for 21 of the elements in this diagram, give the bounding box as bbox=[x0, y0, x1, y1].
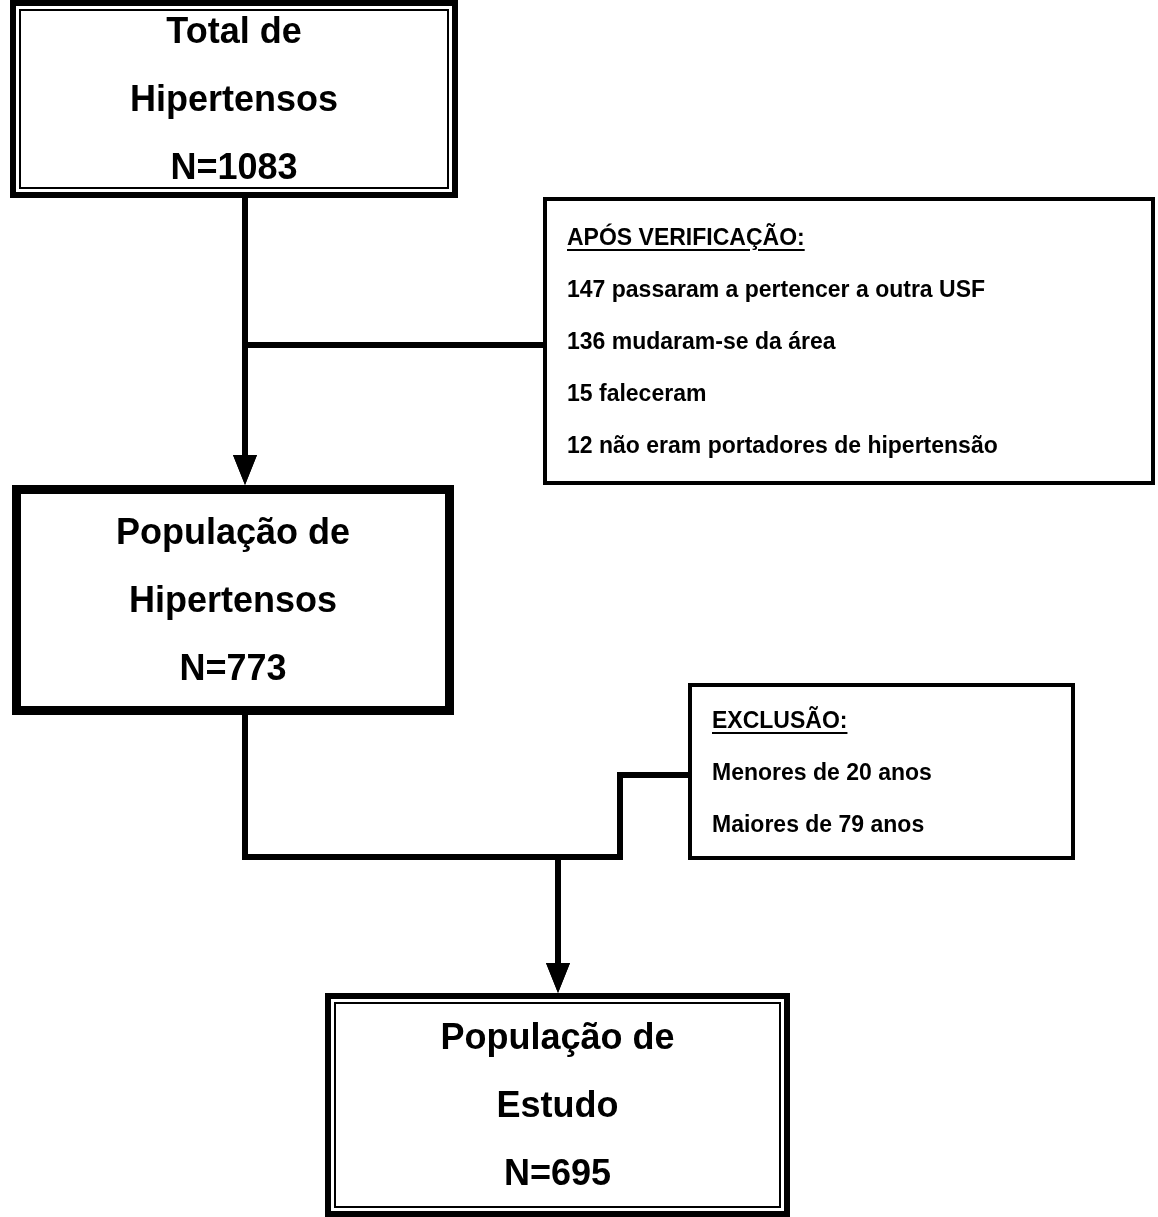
section-heading: APÓS VERIFICAÇÃO: bbox=[567, 222, 806, 252]
list-item: Menores de 20 anos bbox=[712, 757, 933, 787]
arrow bbox=[546, 772, 688, 993]
list-item: 136 mudaram-se da área bbox=[567, 327, 837, 356]
box-title: População de Estudo bbox=[439, 1015, 676, 1127]
section-heading: EXCLUSÃO: bbox=[712, 705, 849, 735]
box-title: População de Hipertensos bbox=[114, 510, 352, 622]
arrow bbox=[233, 342, 543, 485]
count-label: N=695 bbox=[503, 1151, 612, 1195]
process-box bbox=[543, 197, 1155, 485]
list-item: 12 não eram portadores de hipertensão bbox=[567, 431, 999, 460]
list-item: 15 faleceram bbox=[567, 379, 708, 408]
box-title: Total de Hipertensos bbox=[128, 9, 340, 121]
count-label: N=1083 bbox=[170, 145, 298, 189]
list-item: Maiores de 79 anos bbox=[712, 809, 926, 839]
process-box bbox=[12, 485, 454, 715]
process-box bbox=[688, 683, 1075, 860]
process-box bbox=[325, 993, 790, 1217]
count-label: N=773 bbox=[179, 646, 287, 690]
list-item: 147 passaram a pertencer a outra USF bbox=[567, 275, 987, 304]
process-box bbox=[10, 0, 458, 198]
